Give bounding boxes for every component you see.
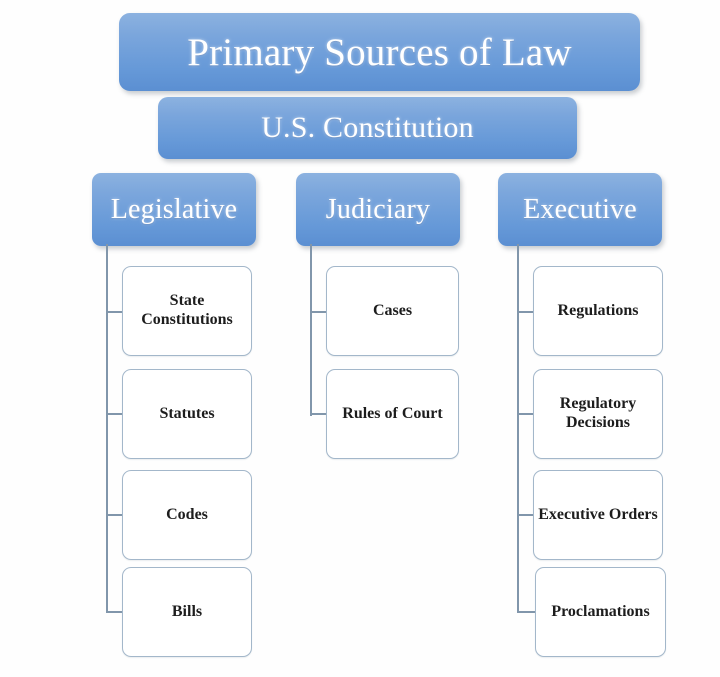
- leaf-statutes: Statutes: [122, 369, 252, 459]
- connector-stub-executive-4: [517, 611, 536, 613]
- leaf-executive-orders: Executive Orders: [533, 470, 663, 560]
- leaf-state-constitutions: State Constitutions: [122, 266, 252, 356]
- leaf-bills: Bills: [122, 567, 252, 657]
- branch-node-legislative: Legislative: [92, 173, 256, 246]
- connector-stub-executive-2: [517, 413, 534, 415]
- leaf-regulatory-decisions: Regulatory Decisions: [533, 369, 663, 459]
- root-node-us-constitution: U.S. Constitution: [158, 97, 577, 159]
- connector-stub-legislative-1: [106, 311, 123, 313]
- leaf-proclamations: Proclamations: [535, 567, 666, 657]
- connector-trunk-judiciary: [310, 244, 312, 416]
- connector-trunk-legislative: [106, 244, 108, 613]
- branch-node-executive: Executive: [498, 173, 662, 246]
- leaf-codes: Codes: [122, 470, 252, 560]
- leaf-rules-of-court: Rules of Court: [326, 369, 459, 459]
- connector-stub-judiciary-2: [310, 413, 327, 415]
- connector-stub-legislative-3: [106, 514, 123, 516]
- connector-stub-executive-1: [517, 311, 534, 313]
- leaf-regulations: Regulations: [533, 266, 663, 356]
- leaf-cases: Cases: [326, 266, 459, 356]
- connector-stub-legislative-4: [106, 611, 123, 613]
- connector-trunk-executive: [517, 244, 519, 613]
- branch-node-judiciary: Judiciary: [296, 173, 460, 246]
- connector-stub-legislative-2: [106, 413, 123, 415]
- connector-stub-judiciary-1: [310, 311, 327, 313]
- connector-stub-executive-3: [517, 514, 534, 516]
- diagram-title: Primary Sources of Law: [119, 13, 640, 91]
